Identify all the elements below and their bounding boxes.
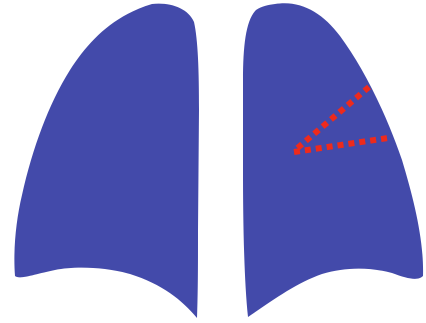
right-lung (14, 4, 199, 318)
left-lung (243, 3, 423, 317)
